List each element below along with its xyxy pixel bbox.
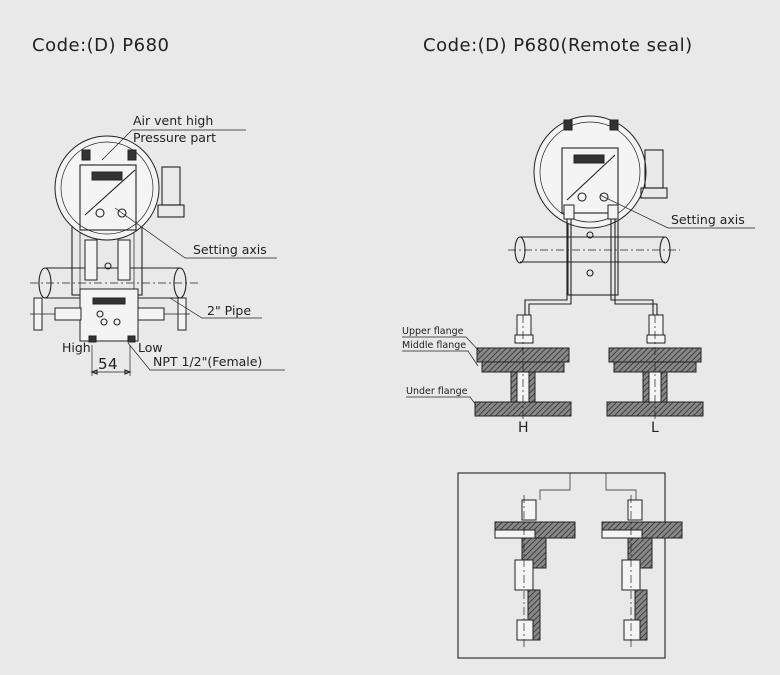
right-title: Code:(D) P680(Remote seal) <box>423 35 693 56</box>
left-title: Code:(D) P680 <box>32 35 169 56</box>
label-setting-axis-left: Setting axis <box>193 242 267 257</box>
detail-section-view <box>457 472 683 659</box>
right-gauge-assembly <box>402 115 755 420</box>
label-middle-flange: Middle flange <box>402 340 466 351</box>
label-air-vent-high: Air vent high <box>133 113 213 128</box>
label-pressure-part: Pressure part <box>133 130 216 145</box>
label-npt: NPT 1/2"(Female) <box>153 354 262 369</box>
label-upper-flange: Upper flange <box>402 326 464 337</box>
label-l: L <box>651 420 659 436</box>
left-gauge-assembly <box>30 129 285 376</box>
label-setting-axis-right: Setting axis <box>671 212 745 227</box>
label-high: High <box>62 340 91 355</box>
label-under-flange: Under flange <box>406 386 468 397</box>
label-2in-pipe: 2" Pipe <box>207 303 251 318</box>
left-gauge-dial <box>54 135 160 241</box>
label-h: H <box>518 420 529 436</box>
left-manifold <box>79 288 139 342</box>
dimension-54: 54 <box>98 355 118 373</box>
right-gauge-dial <box>533 115 647 229</box>
label-low: Low <box>138 340 163 355</box>
